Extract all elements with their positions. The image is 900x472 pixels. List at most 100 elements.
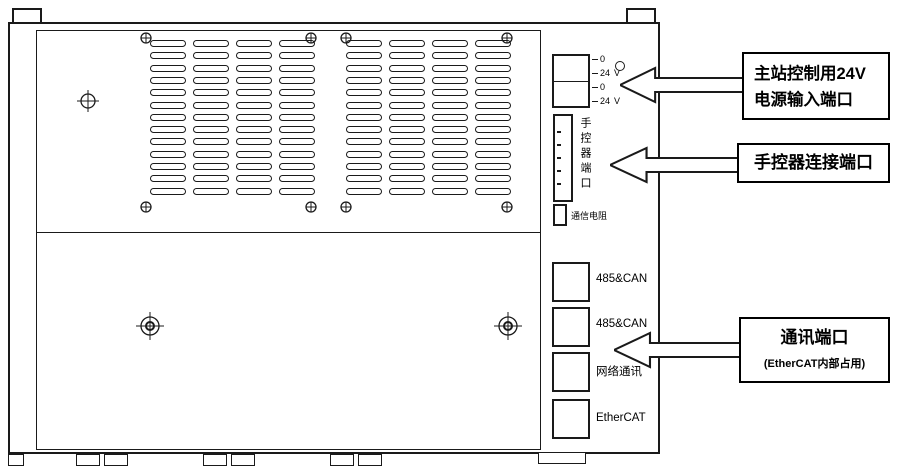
vent-slot [475,89,511,97]
vent-slot [279,76,315,84]
mounting-tab [330,454,354,466]
vent-slot [150,113,186,121]
vent-slot [475,64,511,72]
vent-slot [193,175,229,183]
vent-slot [432,138,468,146]
vent-slot [432,150,468,158]
vent-slot [279,150,315,158]
vent-slot [150,101,186,109]
vent-slot [279,113,315,121]
terminal-unit: V [614,96,621,106]
vent-slot [150,175,186,183]
terminal-tick [592,58,598,61]
vent-slot [236,113,272,121]
vent-slot [346,64,382,72]
vent-slot [346,76,382,84]
port-network-label: 网络通讯 [596,366,642,378]
vent-slot [389,126,425,134]
mounting-tab [358,454,382,466]
vent-slot [150,52,186,60]
mounting-tab [231,454,255,466]
port-ethercat-label: EtherCAT [596,412,646,424]
vent-slot [346,113,382,121]
vent-slot [475,163,511,170]
vent-slot [236,150,272,158]
port-485can-2 [552,307,590,347]
vent-slot [432,187,468,195]
vent-slot [193,113,229,121]
mounting-tab [104,454,128,466]
vent-slot [389,64,425,72]
port-485can-1 [552,262,590,302]
vent-slot [236,175,272,183]
vent-slot [236,138,272,146]
vent-slot [432,89,468,97]
vent-slot [432,126,468,134]
vent-slot [389,113,425,121]
vent-slot [193,126,229,134]
vent-slot [389,163,425,170]
power-terminal-row: 0 [592,82,609,93]
vent-slot [346,150,382,158]
vent-slot [236,52,272,60]
vent-slot [193,52,229,60]
resistor-label: 通信电阻 [571,211,608,221]
vent-slot [346,175,382,183]
vent-slot [193,187,229,195]
resistor-connector [553,204,567,226]
vent-slot [475,52,511,60]
terminal-label: 24 [600,68,611,78]
vent-slot [193,101,229,109]
callout-comm-line2: (EtherCAT内部占用) [763,358,866,370]
vent-slot [346,126,382,134]
vent-slot [389,175,425,183]
mounting-tab [203,454,227,466]
callout-arrow-comm-ports [614,331,741,369]
vent-slot [389,76,425,84]
callout-comm-line1: 通讯端口 [780,328,849,347]
vent-slot [279,163,315,170]
terminal-label: 24 [600,96,611,106]
vent-slot [389,187,425,195]
vent-slot [432,52,468,60]
vent-slot [432,64,468,72]
callout-hand-controller: 手控器连接端口 [737,143,890,183]
vent-panel [36,30,541,450]
vent-slot [432,175,468,183]
vent-slot [279,52,315,60]
vent-slot [475,101,511,109]
callout-power-line1: 主站控制用24V [754,65,866,83]
connector-pins [557,120,561,196]
vent-slot [389,89,425,97]
vent-slot [346,138,382,146]
vent-slot [150,76,186,84]
terminal-tick [592,86,598,89]
vent-slot [236,163,272,170]
vent-slot [389,40,425,47]
power-terminal-row: 0 [592,54,609,65]
power-terminal-divider [552,81,590,82]
vent-slot [236,126,272,134]
vent-slot [432,101,468,109]
vent-slot [389,138,425,146]
vent-slot [346,163,382,170]
vent-slot [475,187,511,195]
vent-slot [150,126,186,134]
vent-slot [389,52,425,60]
vent-slot [475,175,511,183]
mounting-tab [8,454,24,466]
terminal-unit: V [614,68,621,78]
vent-slot [150,64,186,72]
vent-slot [279,138,315,146]
vent-slot [236,187,272,195]
terminal-label: 0 [600,54,606,64]
terminal-tick [592,100,598,103]
vent-slot [150,89,186,97]
vent-slot [389,150,425,158]
vent-slot [236,89,272,97]
callout-arrow-power [620,66,744,104]
